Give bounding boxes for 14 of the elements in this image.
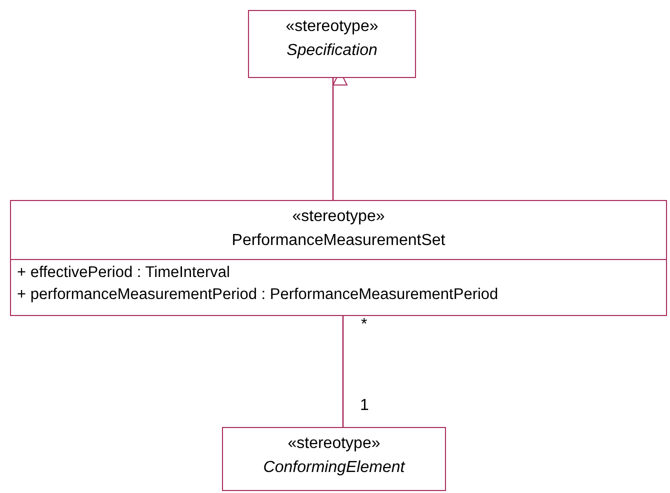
association-line bbox=[342, 316, 344, 427]
class-box bbox=[248, 10, 416, 78]
attribute-text: + effectivePeriod : TimeInterval bbox=[17, 263, 231, 283]
stereotype-label: «stereotype» bbox=[286, 17, 378, 37]
class-name: ConformingElement bbox=[263, 458, 405, 478]
class-name: PerformanceMeasurementSet bbox=[232, 231, 446, 251]
stereotype-label: «stereotype» bbox=[292, 207, 385, 227]
class-name: Specification bbox=[286, 41, 378, 61]
class-box bbox=[222, 427, 446, 491]
stereotype-label: «stereotype» bbox=[288, 434, 380, 454]
class-box bbox=[10, 200, 667, 316]
multiplicity-label: 1 bbox=[360, 398, 369, 414]
attribute-text: + performanceMeasurementPeriod : PerformanceMeasurementPeriod bbox=[17, 285, 500, 305]
multiplicity-label: * bbox=[361, 317, 368, 333]
